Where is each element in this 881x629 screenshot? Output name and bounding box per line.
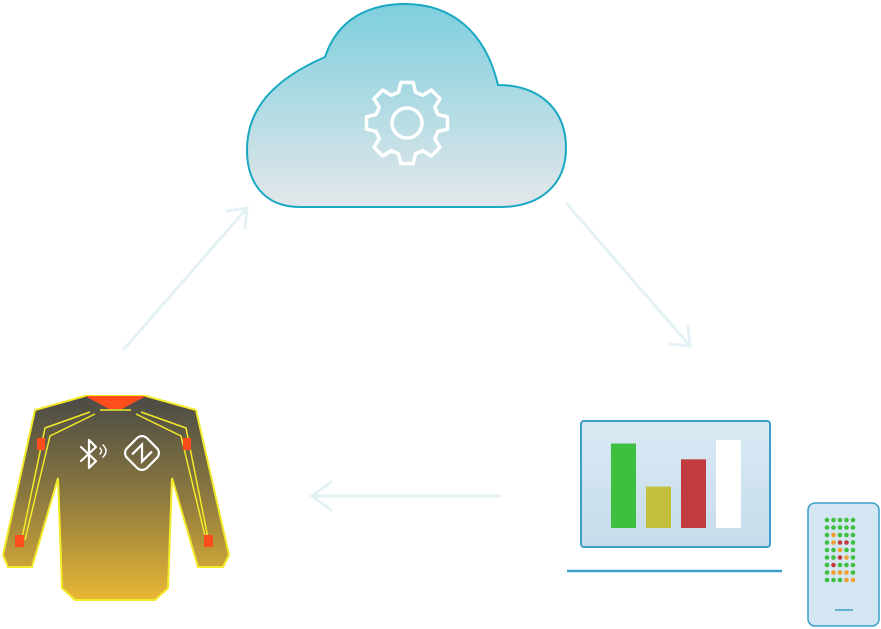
phone-data-dot	[844, 517, 849, 523]
phone-data-dot	[850, 577, 856, 583]
phone-data-dot	[837, 517, 843, 523]
sensor-pad	[204, 535, 213, 547]
phone-data-dot	[831, 517, 836, 523]
phone-data-dot	[850, 562, 856, 568]
cloud-node	[245, 2, 568, 208]
phone-data-dot	[831, 532, 836, 538]
laptop-bar-chart	[611, 440, 741, 528]
phone-data-dot	[824, 540, 830, 545]
phone-data-dot	[824, 525, 830, 530]
phone-data-dot	[831, 525, 836, 530]
laptop-chart-bar	[716, 440, 741, 528]
laptop-node	[567, 420, 782, 573]
phone-data-dot	[850, 570, 856, 575]
phone-data-dot	[831, 540, 836, 545]
phone-data-dot	[824, 555, 830, 560]
phone-node	[807, 502, 880, 627]
phone-data-dot	[844, 562, 849, 568]
sensor-pad	[183, 438, 191, 450]
phone-dot-grid	[824, 517, 856, 583]
shirt-body	[1, 395, 231, 601]
phone-data-dot	[850, 517, 856, 523]
phone-data-dot	[844, 540, 849, 545]
phone-data-dot	[850, 525, 856, 530]
gear-icon	[364, 80, 450, 166]
phone-data-dot	[837, 570, 843, 575]
phone-data-dot	[844, 525, 849, 530]
laptop-chart-bar	[646, 486, 671, 528]
phone-data-dot	[831, 555, 836, 560]
nfc-icon	[124, 435, 160, 471]
phone-data-dot	[837, 555, 843, 560]
cloud-shape	[245, 2, 568, 208]
phone-data-dot	[850, 547, 856, 553]
phone-data-dot	[837, 547, 843, 553]
arrow-laptop-to-shirt	[309, 480, 502, 512]
arrow-shirt-to-cloud	[122, 206, 249, 351]
phone-data-dot	[850, 555, 856, 560]
phone-data-dot	[850, 540, 856, 545]
arrow-cloud-to-laptop	[565, 202, 692, 348]
sensor-wires	[21, 409, 209, 541]
phone-data-dot	[837, 577, 843, 583]
phone-body	[807, 502, 880, 627]
phone-data-dot	[831, 562, 836, 568]
shirt-collar	[85, 396, 146, 409]
laptop-screen	[580, 420, 771, 548]
phone-data-dot	[831, 547, 836, 553]
bluetooth-icon	[79, 438, 107, 470]
phone-data-dot	[831, 570, 836, 575]
phone-data-dot	[831, 577, 836, 583]
phone-data-dot	[844, 577, 849, 583]
phone-data-dot	[824, 577, 830, 583]
phone-data-dot	[824, 562, 830, 568]
laptop-chart-bar	[611, 443, 636, 528]
phone-data-dot	[824, 570, 830, 575]
phone-data-dot	[844, 547, 849, 553]
smart-shirt-node	[1, 395, 231, 601]
phone-data-dot	[844, 555, 849, 560]
phone-data-dot	[824, 517, 830, 523]
phone-data-dot	[850, 532, 856, 538]
sensor-pad	[15, 535, 24, 547]
phone-data-dot	[837, 525, 843, 530]
phone-data-dot	[844, 532, 849, 538]
phone-data-dot	[824, 532, 830, 538]
phone-data-dot	[824, 547, 830, 553]
phone-data-dot	[837, 532, 843, 538]
phone-data-dot	[837, 562, 843, 568]
phone-data-dot	[837, 540, 843, 545]
sensor-pad	[37, 438, 45, 450]
laptop-chart-bar	[681, 459, 706, 528]
phone-data-dot	[844, 570, 849, 575]
